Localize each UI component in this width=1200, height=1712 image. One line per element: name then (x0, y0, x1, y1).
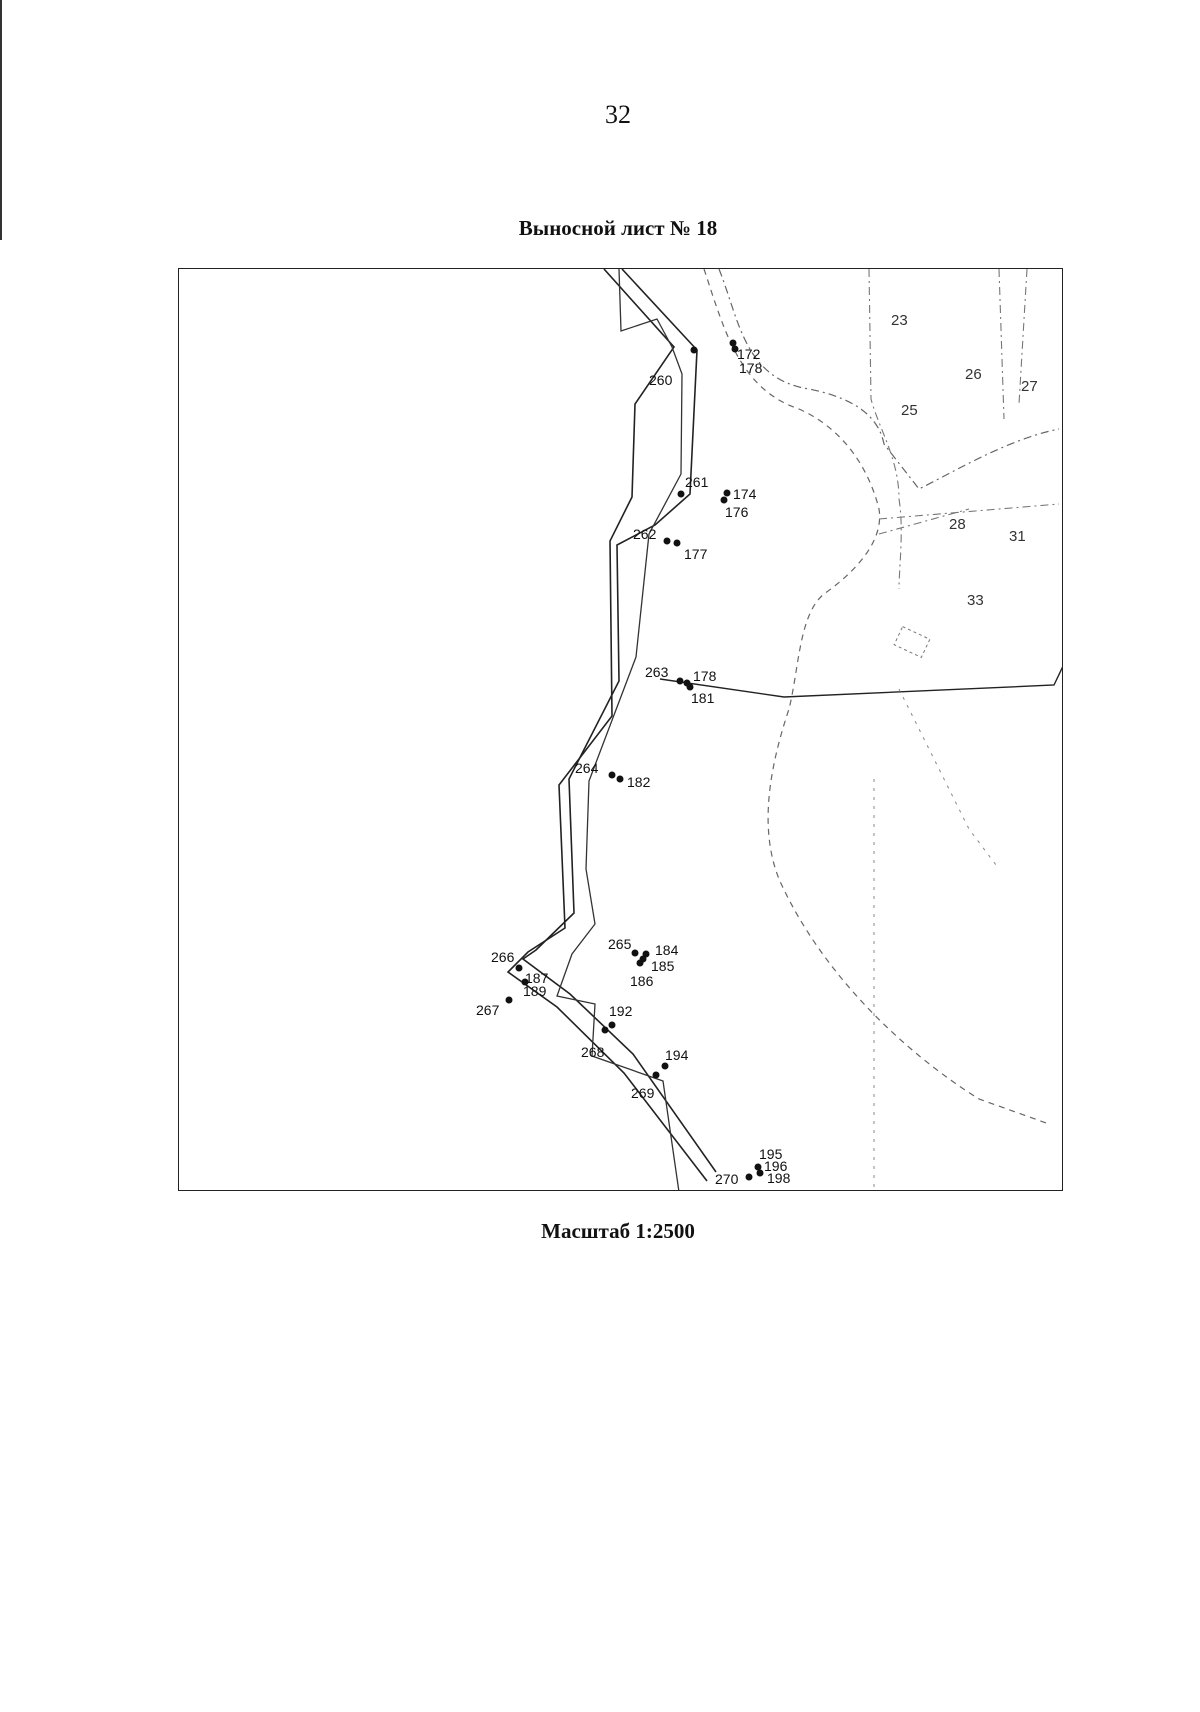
plot-label: 27 (1021, 378, 1038, 395)
plot-outline (873, 688, 1000, 1190)
point-label: 176 (725, 504, 749, 520)
point-label: 261 (685, 474, 709, 490)
boundary-line-right (521, 269, 717, 1173)
boundary-point (608, 1021, 616, 1029)
point-label: 198 (767, 1170, 791, 1186)
point-label: 174 (733, 486, 757, 502)
plot-label: 23 (891, 312, 908, 329)
boundary-point (652, 1071, 660, 1079)
scale-caption: Масштаб 1:2500 (541, 1219, 695, 1243)
road-line-east (659, 666, 1062, 698)
boundary-point (661, 1062, 669, 1070)
point-label: 182 (627, 774, 651, 790)
boundary-point (690, 346, 698, 354)
page-number: 32 (605, 100, 631, 129)
boundary-point (745, 1173, 753, 1181)
boundary-point (756, 1169, 764, 1177)
boundary-point (729, 339, 737, 347)
boundary-point (731, 345, 739, 353)
point-label: 177 (684, 546, 708, 562)
scan-edge-mark (0, 0, 2, 240)
boundary-line-left (506, 269, 708, 1182)
boundary-point (521, 978, 529, 986)
point-label: 264 (575, 760, 599, 776)
point-label: 189 (523, 983, 547, 999)
boundary-point (608, 771, 616, 779)
boundary-point (673, 539, 681, 547)
boundary-point (616, 775, 624, 783)
point-label: 187 (525, 970, 549, 986)
boundary-point (631, 949, 639, 957)
point-label: 184 (655, 942, 679, 958)
point-label: 266 (491, 949, 515, 965)
point-label: 270 (715, 1171, 739, 1187)
boundary-point (636, 959, 644, 967)
boundary-point (505, 996, 513, 1004)
point-label: 172 (737, 346, 761, 362)
point-label: 186 (630, 973, 654, 989)
boundary-point (754, 1163, 762, 1171)
boundary-point (723, 489, 731, 497)
plot-label: 26 (965, 366, 982, 383)
point-label: 195 (759, 1146, 783, 1162)
point-label: 268 (581, 1044, 605, 1060)
point-label: 262 (633, 526, 657, 542)
road-edge-line-2 (868, 269, 902, 590)
plot-boundary-line (878, 269, 1060, 535)
point-label: 192 (609, 1003, 633, 1019)
road-edge-line (718, 269, 1060, 490)
map-frame: 23 25 26 27 28 31 33 (178, 268, 1063, 1191)
point-label: 196 (764, 1158, 788, 1174)
boundary-point (663, 537, 671, 545)
plot-label: 28 (949, 516, 966, 533)
point-label: 263 (645, 664, 669, 680)
boundary-point (677, 490, 685, 498)
contour-line (703, 269, 1050, 1125)
point-label: 178 (739, 360, 763, 376)
plot-label: 25 (901, 402, 918, 419)
left-points (505, 346, 753, 1181)
point-label: 185 (651, 958, 675, 974)
boundary-point (515, 964, 523, 972)
point-label: 267 (476, 1002, 500, 1018)
point-label: 181 (691, 690, 715, 706)
boundary-point (686, 683, 694, 691)
cadastral-line (556, 269, 683, 1190)
boundary-point (720, 496, 728, 504)
sheet-title: Выносной лист № 18 (518, 216, 718, 240)
point-label: 265 (608, 936, 632, 952)
point-label: 269 (631, 1085, 655, 1101)
point-label: 260 (649, 372, 673, 388)
boundary-point (601, 1026, 609, 1034)
plot-label: 33 (967, 592, 984, 609)
plot-label: 31 (1009, 528, 1026, 545)
point-label: 194 (665, 1047, 689, 1063)
right-points (521, 339, 764, 1177)
point-label: 178 (693, 668, 717, 684)
boundary-point (676, 677, 684, 685)
boundary-map: 23 25 26 27 28 31 33 (476, 269, 1062, 1190)
building-outline (893, 625, 931, 659)
